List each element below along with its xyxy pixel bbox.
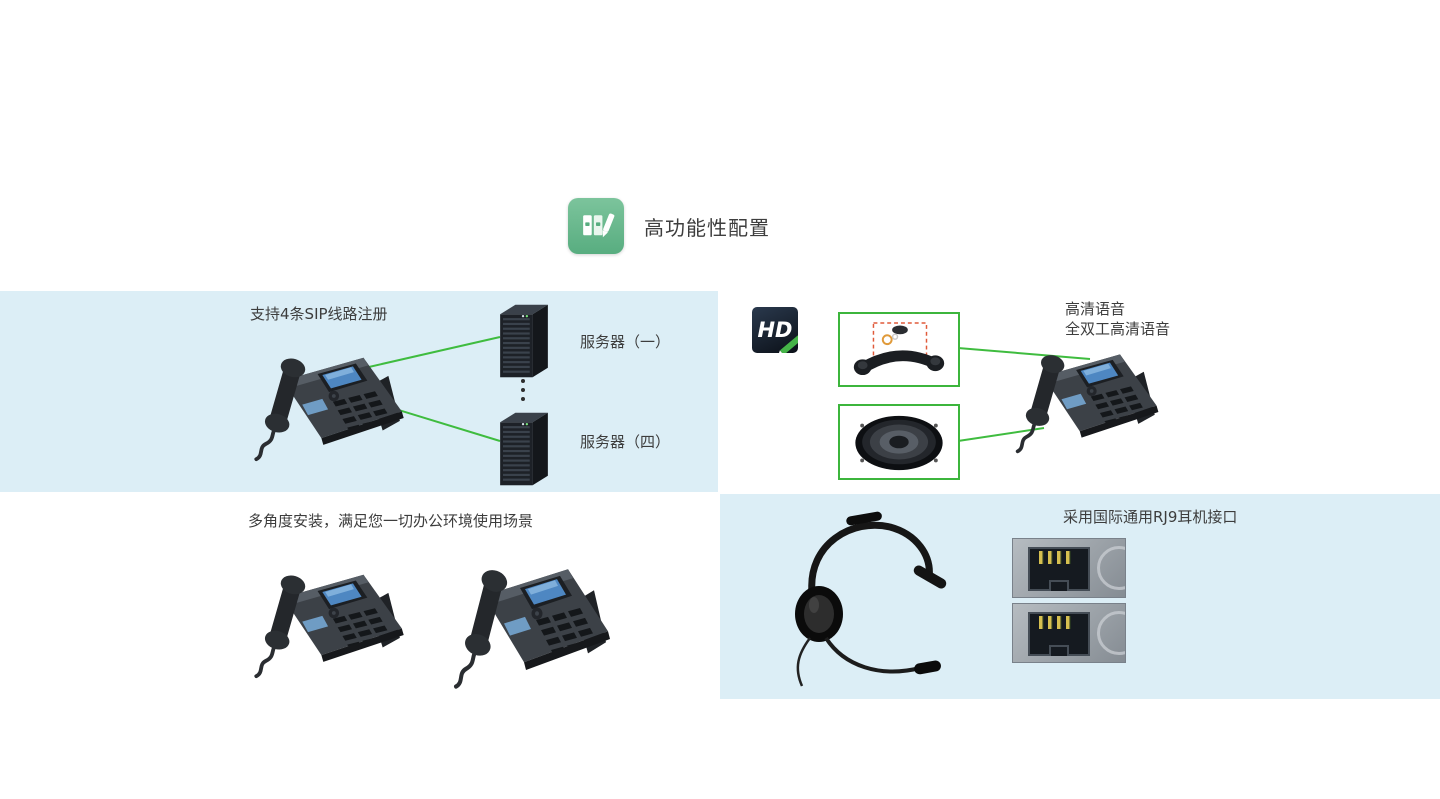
mount-panel-title: 多角度安装，满足您一切办公环境使用场景 <box>248 512 534 530</box>
handset-exploded-image <box>844 318 954 381</box>
hd-voice-line1: 高清语音 <box>1065 300 1126 318</box>
panel-multi-angle-mount: 多角度安装，满足您一切办公环境使用场景 <box>0 494 718 699</box>
rj9-port-photo-bottom <box>1012 603 1126 663</box>
ip-phone-image <box>248 329 412 463</box>
panel-hd-voice: HD 高清语音 全双工高清语音 <box>720 291 1440 492</box>
rj9-latch-notch <box>1049 580 1069 591</box>
server-tower-image <box>492 299 556 383</box>
handset-parts-figure <box>838 312 960 387</box>
hd-voice-text: 高清语音 全双工高清语音 <box>1065 299 1170 339</box>
panel-rj9-headset: 采用国际通用RJ9耳机接口 <box>720 494 1440 699</box>
hd-voice-line2: 全双工高清语音 <box>1065 320 1171 338</box>
rj9-jack-opening <box>1028 547 1090 591</box>
ip-phone-low-angle-image <box>248 546 412 680</box>
ip-phone-image <box>1010 327 1166 455</box>
sip-panel-title: 支持4条SIP线路注册 <box>250 305 388 323</box>
page-title: 高功能性配置 <box>644 215 770 240</box>
rj9-gold-pins <box>1039 551 1075 564</box>
server-tower-image <box>492 407 556 491</box>
rj9-gold-pins <box>1039 616 1075 629</box>
headset-image <box>780 510 975 696</box>
rj9-bezel-circle <box>1097 546 1125 590</box>
server-one-label: 服务器（一） <box>580 333 671 351</box>
ip-phone-high-angle-image <box>448 536 618 691</box>
rj9-latch-notch <box>1049 645 1069 656</box>
notebooks-pen-glyph <box>583 213 615 238</box>
rj9-jack-opening <box>1028 612 1090 656</box>
rj9-ports-image <box>1012 538 1126 663</box>
speaker-driver-figure <box>838 404 960 480</box>
rj9-panel-title: 采用国际通用RJ9耳机接口 <box>1063 508 1238 526</box>
rj9-bezel-circle <box>1097 611 1125 655</box>
vertical-ellipsis-icon <box>521 379 525 401</box>
rj9-port-photo-top <box>1012 538 1126 598</box>
panel-sip-registration: 支持4条SIP线路注册 服务器（一） 服务器（四） <box>0 291 718 492</box>
section-header: 高功能性配置 <box>568 198 770 254</box>
hd-codec-icon: HD <box>752 307 798 353</box>
speaker-driver-image <box>844 410 954 474</box>
notebooks-pen-icon <box>568 198 624 254</box>
hd-badge-text: HD <box>757 318 793 342</box>
server-four-label: 服务器（四） <box>580 433 671 451</box>
